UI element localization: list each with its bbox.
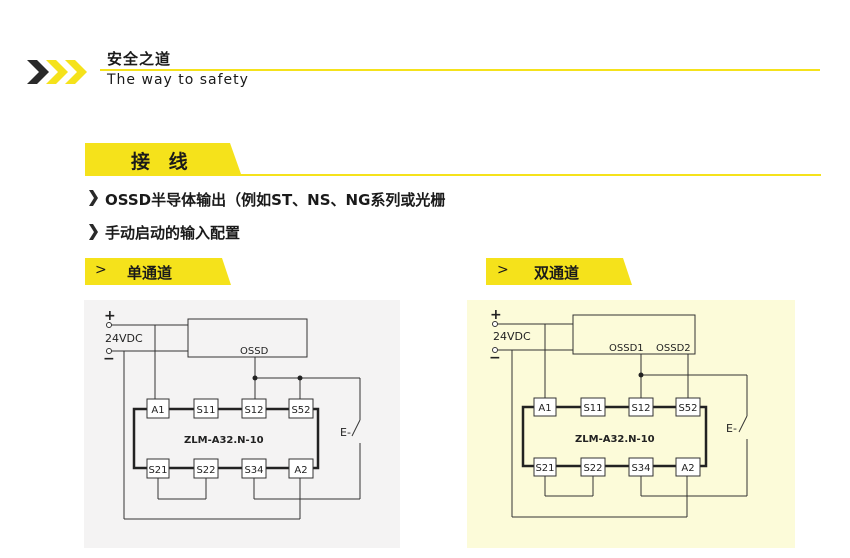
single-s11-label: S11 xyxy=(196,405,215,416)
dual-terminal-s52 xyxy=(675,397,701,417)
single-terminal-a2 xyxy=(288,458,314,479)
dual-a1-label: A1 xyxy=(538,403,551,414)
single-plus-label: + xyxy=(104,308,116,324)
dual-voltage-label: 24VDC xyxy=(493,330,531,343)
dual-plus-label: + xyxy=(490,307,502,323)
header-rule xyxy=(100,69,820,71)
single-channel-label: 单通道 xyxy=(127,264,173,282)
single-module-frame xyxy=(132,407,320,470)
single-arrow-icon: > xyxy=(95,262,107,278)
single-terminal-s21 xyxy=(146,458,170,479)
single-terminal-s12 xyxy=(241,398,267,419)
dual-s34-label: S34 xyxy=(631,463,650,474)
single-channel-diagram: + 24VDC − OSSD ZLM-A32.N-10 E- A1 S11 S1… xyxy=(84,300,400,548)
single-terminal-a1 xyxy=(146,398,170,419)
dual-terminal-a1 xyxy=(533,397,557,417)
dual-a2-label: A2 xyxy=(681,463,694,474)
brand-title-cn: 安全之道 xyxy=(107,50,172,68)
dual-module-frame xyxy=(521,405,708,468)
dual-channel-label: 双通道 xyxy=(534,264,580,282)
dual-s21-label: S21 xyxy=(535,463,554,474)
chevron-dark-icon xyxy=(27,60,49,84)
single-label-bar xyxy=(85,258,231,285)
dual-model-label: ZLM-A32.N-10 xyxy=(575,434,655,445)
dual-terminal-s12 xyxy=(628,397,654,417)
section-title: 接 线 xyxy=(131,151,194,173)
single-s12-label: S12 xyxy=(244,405,263,416)
dual-switch-label: E- xyxy=(726,422,737,435)
single-terminal-s22 xyxy=(193,458,219,479)
section-title-bar xyxy=(85,143,821,176)
chevron-yellow-icon xyxy=(46,60,68,84)
dual-ossd2-label: OSSD2 xyxy=(656,343,691,354)
single-model-label: ZLM-A32.N-10 xyxy=(184,435,264,446)
single-s21-label: S21 xyxy=(148,465,167,476)
single-ossd-label: OSSD xyxy=(240,346,269,357)
dual-channel-diagram: + 24VDC − OSSD1 OSSD2 ZLM-A32.N-10 E- A1… xyxy=(467,300,795,548)
dual-terminal-s34 xyxy=(628,457,654,477)
single-s22-label: S22 xyxy=(196,465,215,476)
single-ossd-box xyxy=(187,318,308,358)
single-voltage-label: 24VDC xyxy=(105,332,143,345)
chevron-yellow-icon xyxy=(65,60,87,84)
dual-s11-label: S11 xyxy=(583,403,602,414)
single-terminal-s52 xyxy=(288,398,314,419)
bullet-chevron-icon xyxy=(89,190,98,206)
single-a2-label: A2 xyxy=(294,465,307,476)
dual-terminal-s11 xyxy=(580,397,606,417)
single-switch-label: E- xyxy=(340,426,351,439)
dual-terminal-s22 xyxy=(580,457,606,477)
single-minus-label: − xyxy=(103,351,115,367)
single-terminal-s34 xyxy=(241,458,267,479)
dual-s12-label: S12 xyxy=(631,403,650,414)
single-s52-label: S52 xyxy=(291,405,310,416)
dual-terminal-s21 xyxy=(533,457,557,477)
single-a1-label: A1 xyxy=(151,405,164,416)
dual-ossd-box xyxy=(572,314,696,355)
dual-minus-label: − xyxy=(489,350,501,366)
bullet-manual-start: 手动启动的输入配置 xyxy=(105,224,241,242)
bullet-ossd: OSSD半导体输出（例如ST、NS、NG系列或光栅 xyxy=(105,191,446,209)
dual-s22-label: S22 xyxy=(583,463,602,474)
dual-label-bar xyxy=(486,258,632,285)
single-s34-label: S34 xyxy=(244,465,263,476)
dual-terminal-a2 xyxy=(675,457,701,477)
dual-s52-label: S52 xyxy=(678,403,697,414)
single-terminal-s11 xyxy=(193,398,219,419)
dual-ossd1-label: OSSD1 xyxy=(609,343,644,354)
dual-arrow-icon: > xyxy=(497,262,509,278)
brand-title-en: The way to safety xyxy=(107,72,249,88)
bullet-chevron-icon xyxy=(89,224,98,240)
